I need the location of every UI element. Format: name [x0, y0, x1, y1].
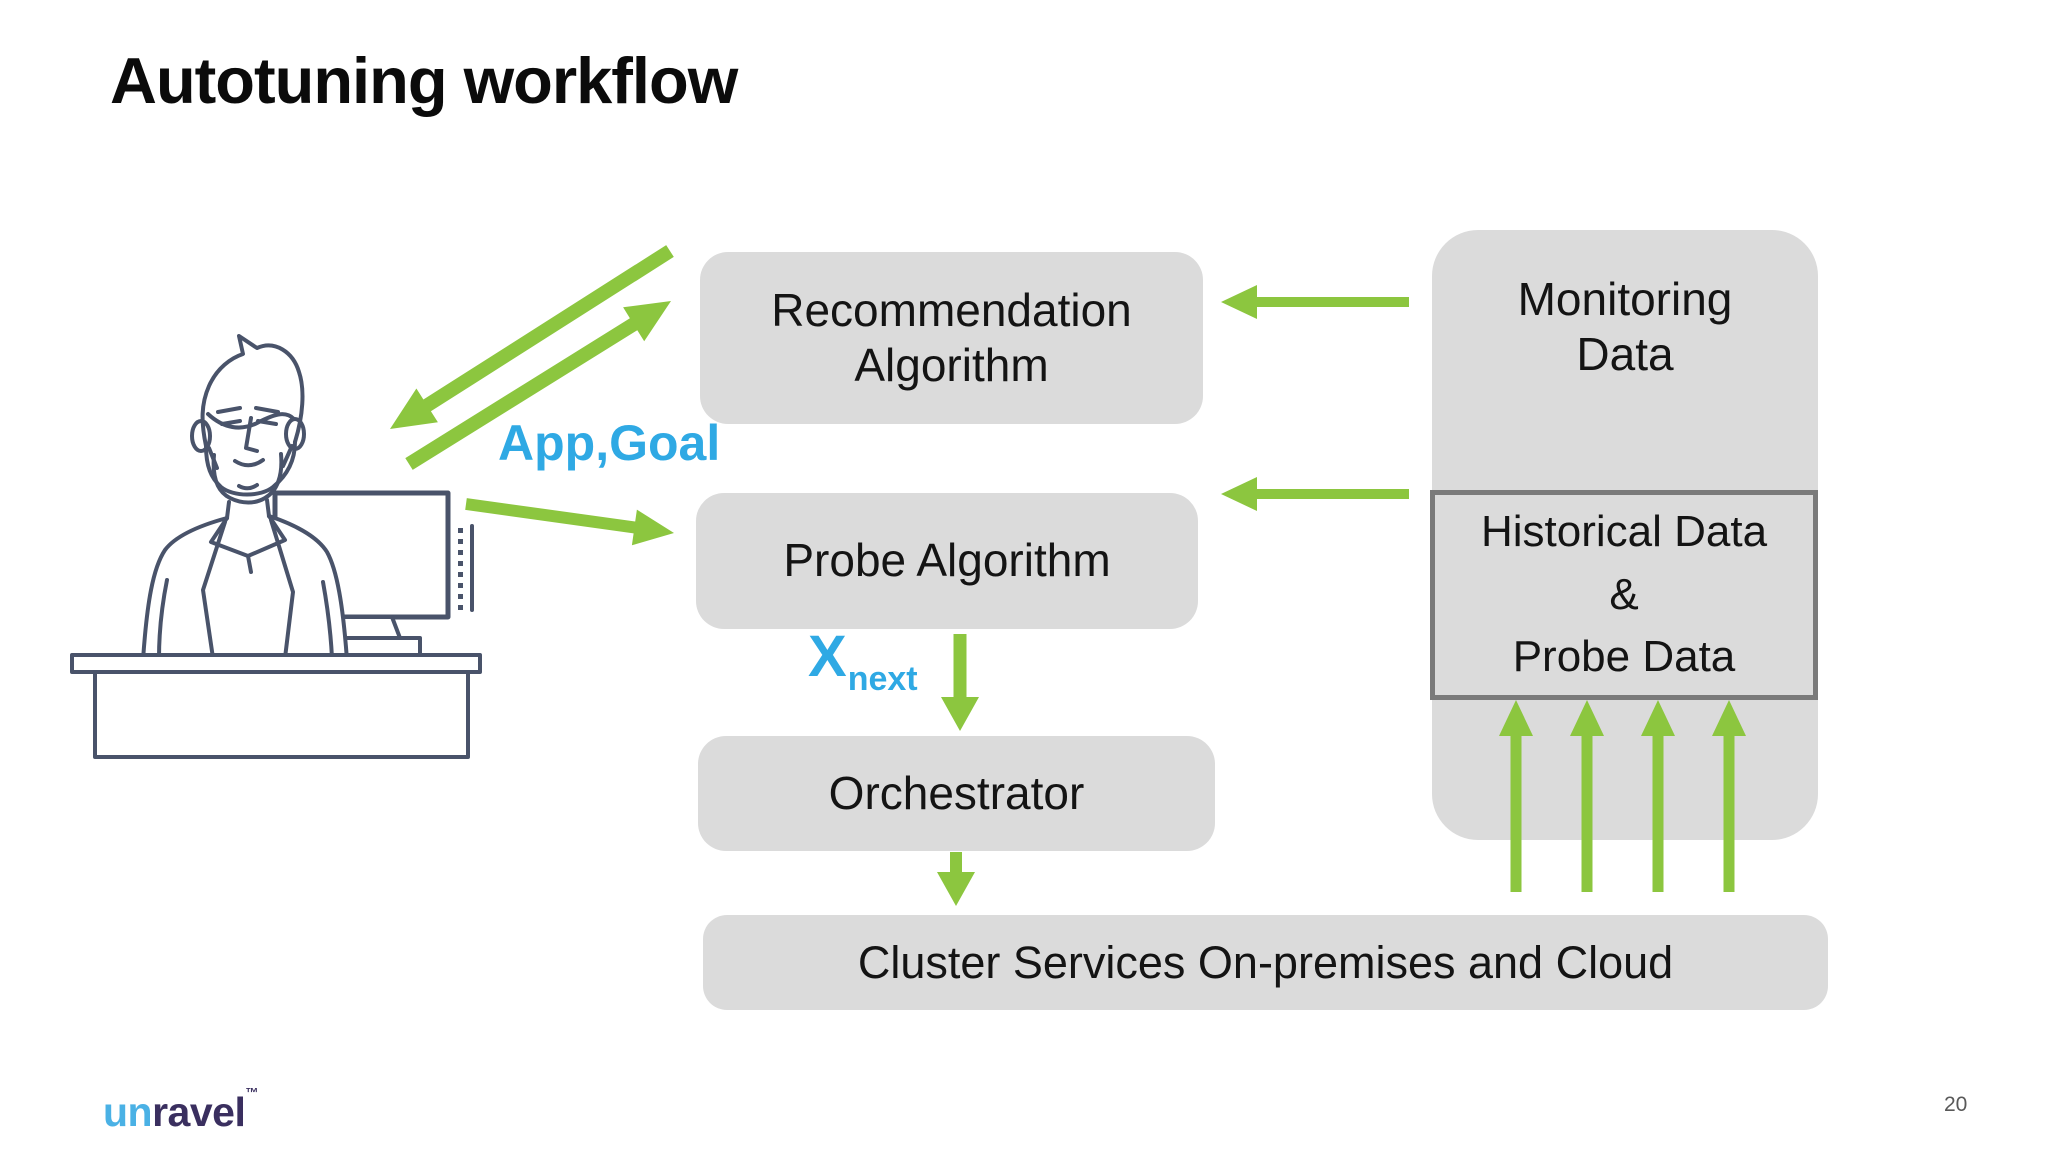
edge-label-app-goal: App,Goal	[498, 415, 721, 471]
desk-icon	[70, 653, 482, 759]
arrow-probe-to-orchestrator	[941, 634, 979, 731]
node-label-line: Recommendation	[771, 283, 1132, 336]
x-next-base: X	[808, 624, 847, 689]
x-next-subscript: next	[847, 660, 918, 698]
node-probe-algorithm: Probe Algorithm	[696, 493, 1198, 629]
edge-label-x-next: Xnext	[808, 628, 918, 697]
node-label-line: Data	[1576, 328, 1674, 381]
page-number: 20	[1944, 1093, 1968, 1116]
page-title: Autotuning workflow	[110, 44, 738, 117]
node-recommendation-algorithm: Recommendation Algorithm	[700, 252, 1203, 424]
person-body	[141, 514, 349, 662]
arrow-monitoring-to-recommendation	[1221, 285, 1409, 319]
logo-part-un: un	[103, 1089, 153, 1135]
person-at-desk-svg	[70, 334, 482, 759]
person-head	[190, 334, 306, 520]
arrow-monitoring-to-probe	[1221, 477, 1409, 511]
node-label-line: Orchestrator	[828, 766, 1085, 819]
person-at-desk-illustration	[55, 320, 525, 770]
node-label-line: Probe Algorithm	[783, 534, 1111, 587]
node-label-line: Historical Data	[1480, 507, 1768, 557]
node-orchestrator: Orchestrator	[698, 736, 1215, 851]
node-label-line: Probe Data	[1512, 632, 1736, 682]
logo-trademark: ™	[245, 1085, 258, 1101]
node-label-line: &	[1609, 569, 1639, 619]
node-cluster-services: Cluster Services On-premises and Cloud	[703, 915, 1828, 1010]
logo-part-ravel: ravel	[152, 1089, 246, 1135]
node-label-line: Cluster Services On-premises and Cloud	[857, 936, 1674, 988]
unravel-logo: unravel™	[103, 1086, 258, 1135]
node-historical-probe-data: Historical Data & Probe Data	[1430, 490, 1818, 700]
node-label-line: Algorithm	[854, 339, 1049, 391]
node-label-line: Monitoring	[1517, 273, 1733, 325]
arrow-orchestrator-to-cluster	[937, 852, 975, 906]
